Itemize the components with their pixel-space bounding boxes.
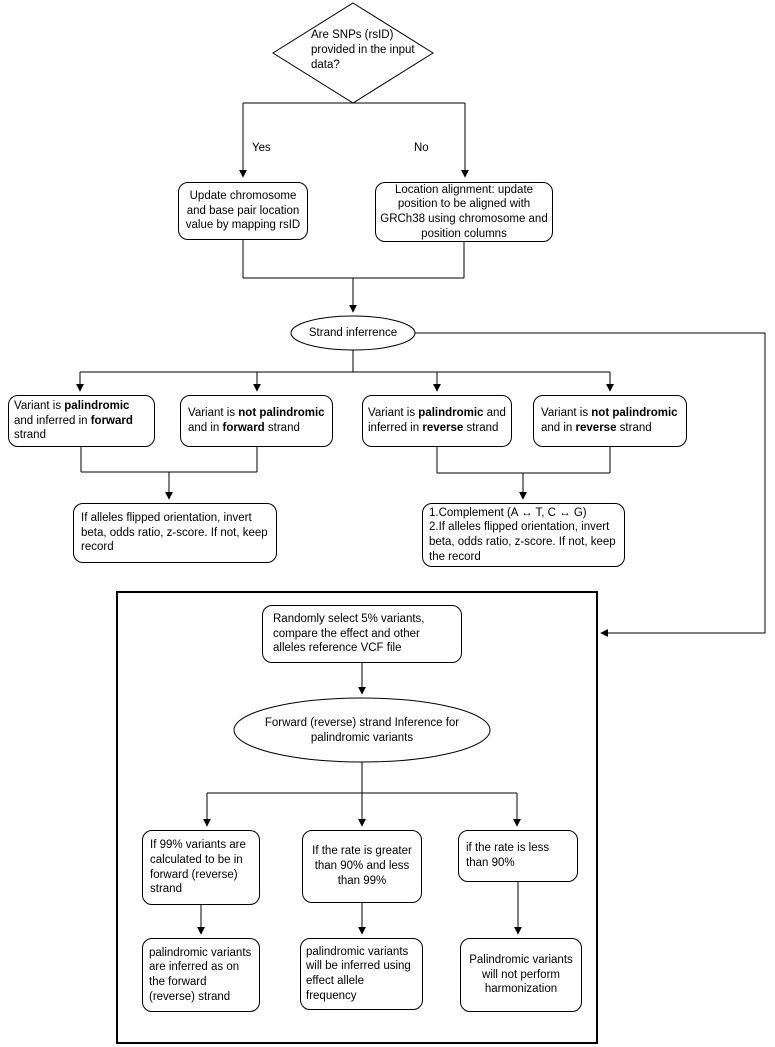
yes-branch-label: Yes (252, 142, 271, 154)
connector-ellipse-to-container (415, 332, 766, 637)
variant-palindromic-forward-node: Variant is palindromic and inferred in f… (8, 395, 155, 447)
result-99-node: palindromic variants are inferred as on … (142, 938, 260, 1012)
no-branch-label: No (414, 142, 429, 154)
connector-merge-top (242, 240, 465, 279)
strand-inference-node-text: Strand inferrence (308, 327, 398, 339)
flip-invert-forward-node: If alleles flipped orientation, invert b… (73, 503, 277, 563)
condition-below-90-node: if the rate is less than 90% (458, 830, 578, 882)
update-rsid-node: Update chromosome and base pair location… (178, 182, 308, 240)
random-select-node: Randomly select 5% variants, compare the… (262, 605, 462, 663)
palindromic-inference-node-text: Forward (reverse) strand Inference for p… (264, 717, 460, 744)
variant-notpalindromic-reverse-node: Variant is not palindromic and in revers… (533, 395, 687, 447)
condition-99-node: If 99% variants are calculated to be in … (142, 830, 260, 905)
decision-node-text: Are SNPs (rsID) provided in the input da… (311, 29, 415, 71)
connector-merge-forward (80, 447, 258, 473)
location-alignment-node: Location alignment: update position to b… (375, 182, 553, 242)
variant-palindromic-reverse-node: Variant is palindromic and inferred in r… (362, 395, 512, 447)
connector-merge-reverse (436, 447, 611, 474)
result-below-90-node: Palindromic variants will not perform ha… (460, 938, 582, 1012)
complement-invert-reverse-node: 1.Complement (A ↔ T, C ↔ G) 2.If alleles… (422, 503, 625, 567)
variant-notpalindromic-forward-node: Variant is not palindromic and in forwar… (180, 395, 333, 447)
connector-fourway-split (80, 350, 610, 373)
result-90-99-node: palindromic variants will be inferred us… (300, 938, 423, 1010)
condition-90-99-node: If the rate is greater than 90% and less… (302, 830, 422, 903)
